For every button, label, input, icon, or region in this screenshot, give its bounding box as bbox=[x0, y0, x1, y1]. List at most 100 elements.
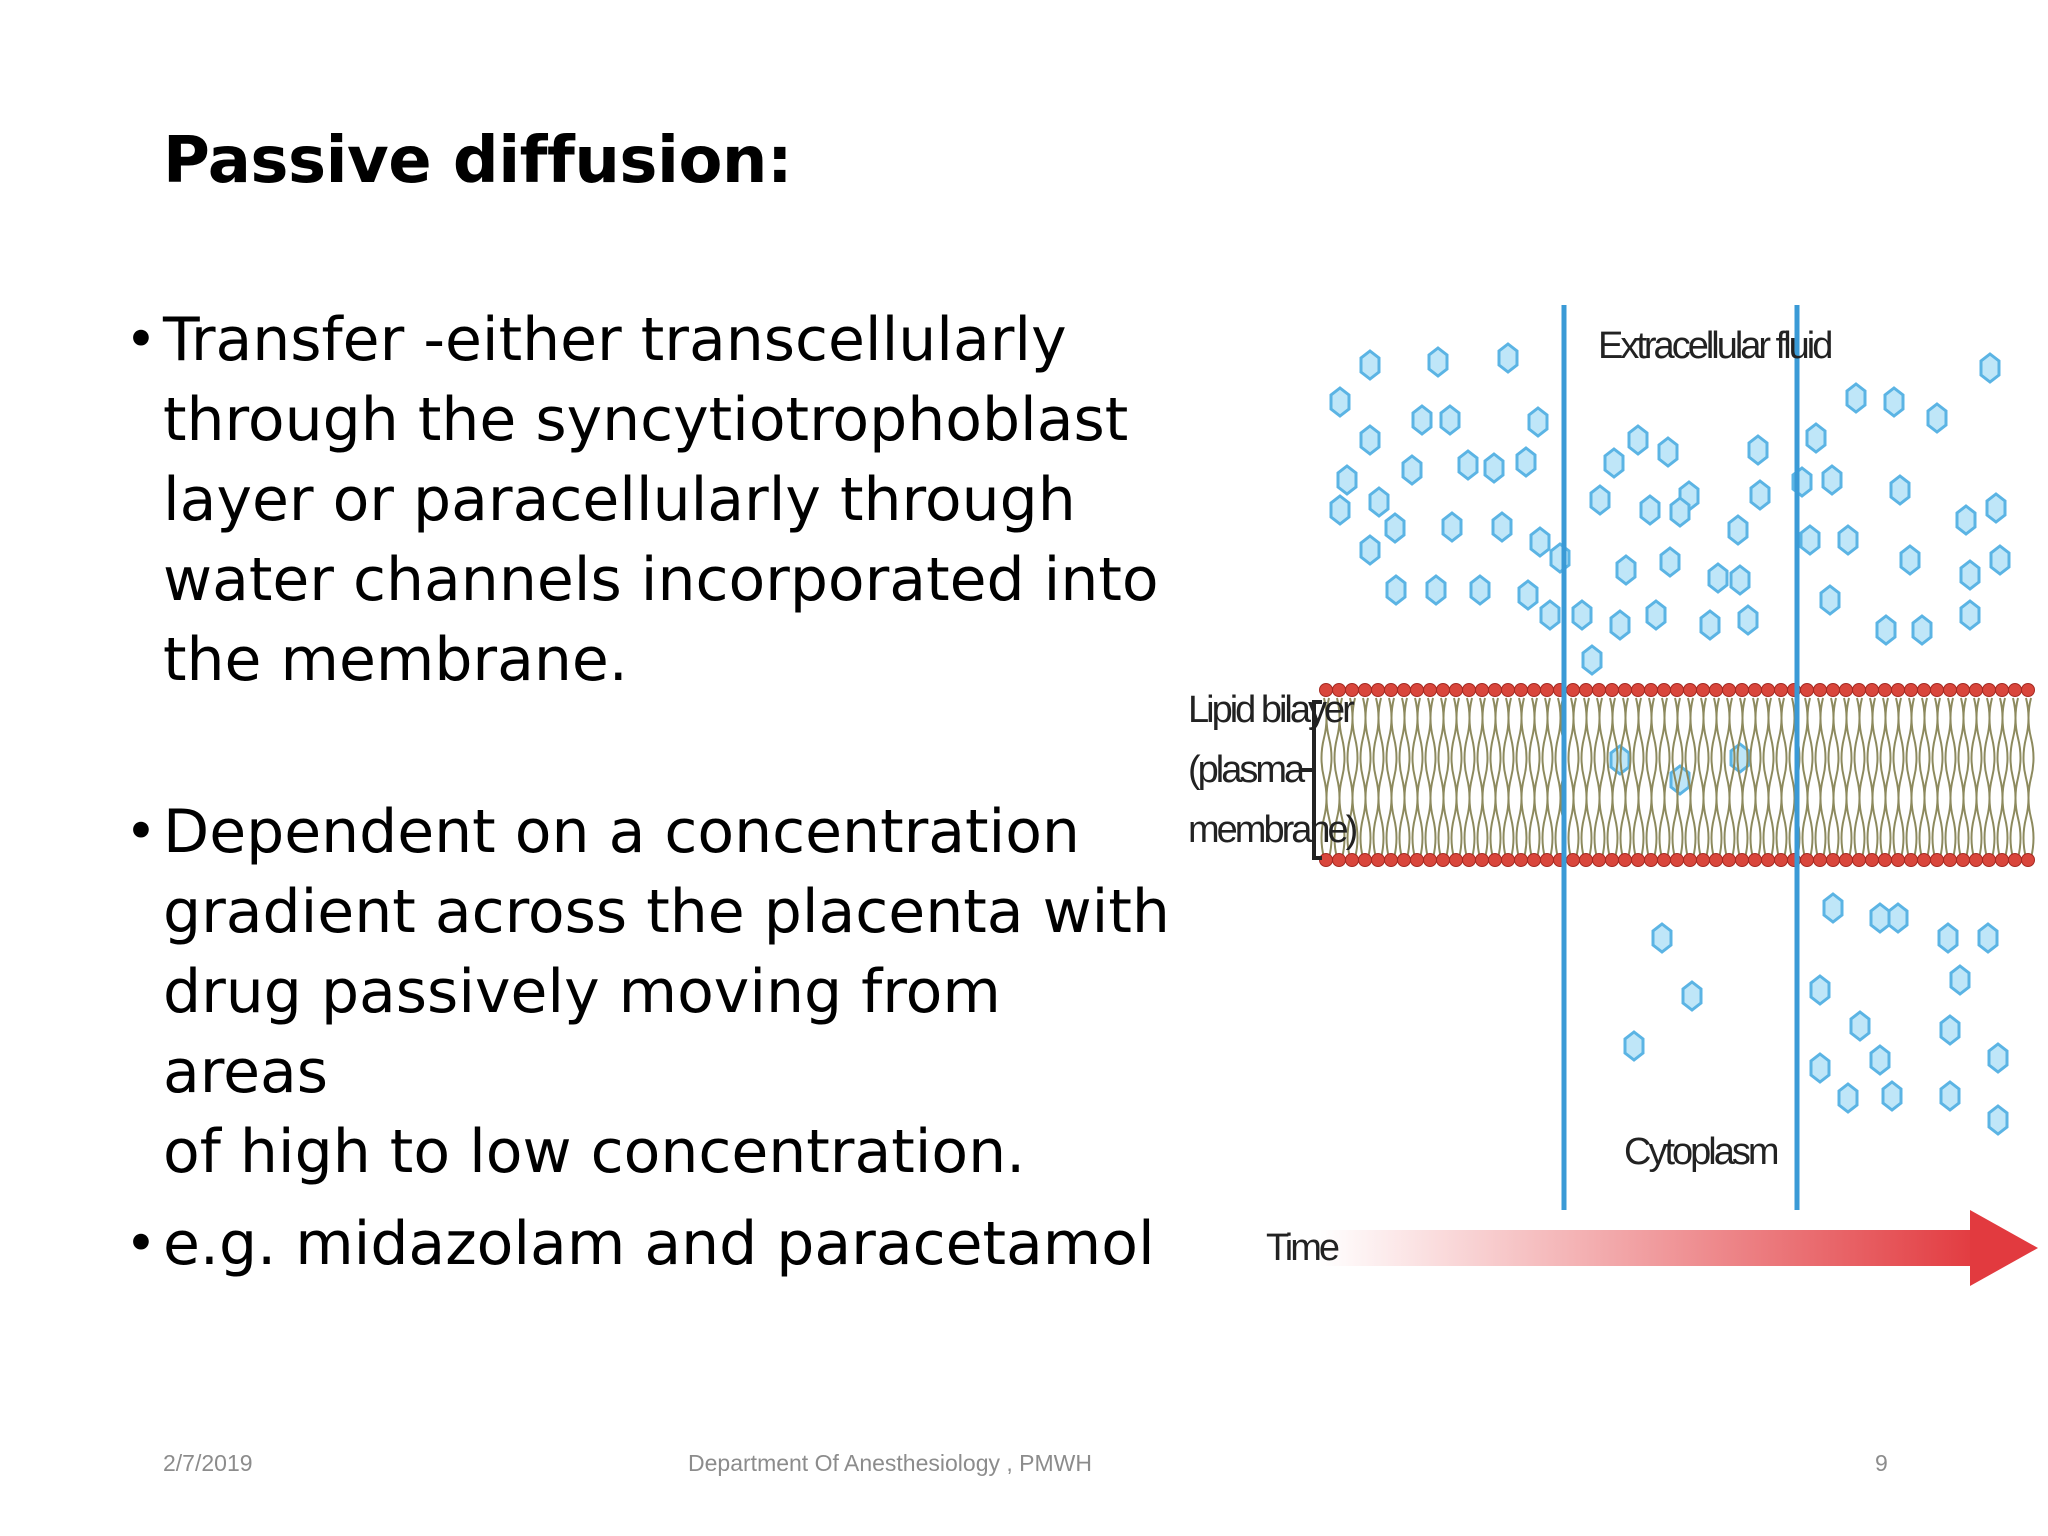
lipid-head bbox=[1722, 853, 1736, 867]
molecule-icon bbox=[1899, 544, 1921, 576]
lipid-head bbox=[1761, 683, 1775, 697]
molecule-icon bbox=[1959, 559, 1981, 591]
lipid-tail bbox=[1910, 697, 1918, 859]
molecule-icon bbox=[1529, 526, 1551, 558]
lipid-tail bbox=[1546, 697, 1554, 859]
lipid-head bbox=[1800, 853, 1814, 867]
lipid-head bbox=[1982, 853, 1996, 867]
lipid-tail bbox=[1689, 697, 1697, 859]
molecule-icon bbox=[1729, 742, 1751, 774]
lipid-tail bbox=[1702, 697, 1710, 859]
lipid-tail bbox=[1767, 697, 1775, 859]
molecule-icon bbox=[1517, 579, 1539, 611]
molecule-icon bbox=[1609, 609, 1631, 641]
lipid-head bbox=[1878, 853, 1892, 867]
molecule-icon bbox=[1985, 492, 2007, 524]
lipid-head bbox=[1761, 853, 1775, 867]
lipid-head bbox=[1748, 853, 1762, 867]
molecule-icon bbox=[1727, 514, 1749, 546]
lipid-head bbox=[1488, 853, 1502, 867]
molecule-icon bbox=[1887, 902, 1909, 934]
molecule-icon bbox=[1491, 511, 1513, 543]
lipid-head bbox=[1709, 683, 1723, 697]
lipid-head bbox=[1410, 853, 1424, 867]
lipid-head bbox=[1358, 853, 1372, 867]
lipid-head bbox=[1774, 853, 1788, 867]
lipid-head bbox=[1943, 683, 1957, 697]
bullet-line: layer or paracellularly through bbox=[163, 465, 1076, 535]
bullet-marker: • bbox=[125, 800, 157, 863]
slide-title: Passive diffusion: bbox=[163, 124, 793, 198]
lipid-head bbox=[1423, 683, 1437, 697]
lipid-tail bbox=[1364, 697, 1372, 859]
molecule-icon bbox=[1729, 564, 1751, 596]
lipid-head bbox=[1657, 683, 1671, 697]
lipid-head bbox=[2008, 853, 2022, 867]
molecule-icon bbox=[1385, 574, 1407, 606]
molecule-icon bbox=[1911, 614, 1933, 646]
molecule-icon bbox=[1979, 352, 2001, 384]
molecule-icon bbox=[1659, 546, 1681, 578]
lipid-head bbox=[1943, 853, 1957, 867]
lipid-tail bbox=[1845, 697, 1853, 859]
diffusion-diagram: Extracellular fluid Lipid bilayer (plasm… bbox=[1180, 290, 2048, 1346]
molecule-icon bbox=[1581, 644, 1603, 676]
bullet-item: • Transfer -either transcellularly throu… bbox=[120, 300, 1180, 700]
molecule-icon bbox=[1651, 922, 1673, 954]
lipid-tail bbox=[1819, 697, 1827, 859]
molecule-icon bbox=[1515, 446, 1537, 478]
molecule-icon bbox=[1329, 494, 1351, 526]
lipid-head bbox=[1397, 853, 1411, 867]
lipid-tail bbox=[2001, 697, 2009, 859]
lipid-head bbox=[1566, 683, 1580, 697]
extracellular-label: Extracellular fluid bbox=[1598, 325, 1831, 367]
lipid-head bbox=[1917, 853, 1931, 867]
lipid-tail bbox=[1637, 697, 1645, 859]
lipid-tail bbox=[1325, 697, 1333, 859]
molecule-icon bbox=[1749, 479, 1771, 511]
lipid-tail bbox=[1598, 697, 1606, 859]
molecule-icon bbox=[1881, 1080, 1903, 1112]
lipid-bilayer-label: membrane) bbox=[1188, 809, 1357, 851]
molecule-icon bbox=[1849, 1010, 1871, 1042]
lipid-tail bbox=[1650, 697, 1658, 859]
lipid-head bbox=[1956, 853, 1970, 867]
lipid-head bbox=[2021, 683, 2035, 697]
molecule-icon bbox=[1497, 342, 1519, 374]
lipid-head bbox=[1852, 683, 1866, 697]
molecule-icon bbox=[1989, 544, 2011, 576]
lipid-head bbox=[1995, 683, 2009, 697]
molecule-icon bbox=[1336, 464, 1358, 496]
lipid-tail bbox=[1533, 697, 1541, 859]
lipid-head bbox=[1579, 683, 1593, 697]
lipid-tail bbox=[1949, 697, 1957, 859]
lipid-tail bbox=[1832, 697, 1840, 859]
lipid-head bbox=[1670, 853, 1684, 867]
lipid-head bbox=[1748, 683, 1762, 697]
lipid-head bbox=[1917, 683, 1931, 697]
lipid-head bbox=[1371, 853, 1385, 867]
bullet-line: water channels incorporated into bbox=[163, 545, 1159, 615]
lipid-head bbox=[1722, 683, 1736, 697]
molecule-icon bbox=[1589, 484, 1611, 516]
lipid-head bbox=[1982, 683, 1996, 697]
lipid-head bbox=[1618, 853, 1632, 867]
molecule-icon bbox=[1359, 534, 1381, 566]
molecule-icon bbox=[1603, 447, 1625, 479]
molecule-icon bbox=[1987, 1104, 2009, 1136]
lipid-tail bbox=[1897, 697, 1905, 859]
molecule-icon bbox=[1384, 512, 1406, 544]
lipid-tail bbox=[1780, 697, 1788, 859]
lipid-tail bbox=[1520, 697, 1528, 859]
lipid-tail bbox=[1442, 697, 1450, 859]
lipid-tail bbox=[1988, 697, 1996, 859]
lipid-head bbox=[1605, 683, 1619, 697]
molecule-icon bbox=[1805, 422, 1827, 454]
molecule-icon bbox=[1441, 511, 1463, 543]
lipid-head bbox=[1475, 683, 1489, 697]
molecule-icon bbox=[1822, 892, 1844, 924]
molecule-icon bbox=[1926, 402, 1948, 434]
lipid-head bbox=[1410, 683, 1424, 697]
lipid-head bbox=[1384, 853, 1398, 867]
molecule-icon bbox=[1527, 406, 1549, 438]
